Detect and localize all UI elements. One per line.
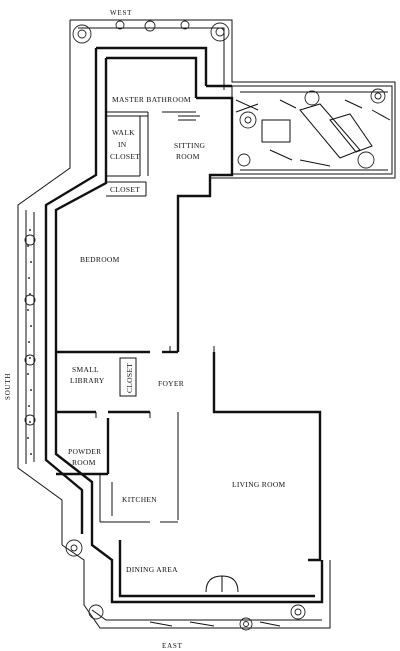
interior-walls (56, 111, 239, 593)
room-small-library-line1: SMALL (72, 365, 99, 374)
room-living-room: LIVING ROOM (232, 480, 286, 489)
room-foyer: FOYER (158, 379, 184, 388)
patio-deck (231, 85, 393, 175)
compass-south-label: SOUTH (4, 373, 12, 400)
room-powder-room-line1: POWDER (68, 447, 101, 456)
room-sitting-room-line2: ROOM (176, 152, 200, 161)
room-bedroom: BEDROOM (80, 255, 120, 264)
house-walls (44, 46, 324, 604)
room-walk-in-closet-line1: WALK (112, 128, 135, 137)
garden-border-west (70, 19, 396, 179)
room-master-bathroom: MASTER BATHROOM (112, 95, 191, 104)
room-walk-in-closet-line3: CLOSET (110, 152, 140, 161)
room-dining-area: DINING AREA (126, 565, 178, 574)
room-closet-upper: CLOSET (110, 185, 140, 194)
compass-west-label: WEST (110, 9, 132, 17)
compass-east-label: EAST (162, 642, 183, 650)
room-small-library-line2: LIBRARY (70, 376, 105, 385)
garden-border-south (17, 20, 83, 557)
room-sitting-room-line1: SITTING (174, 141, 206, 150)
room-kitchen: KITCHEN (122, 495, 157, 504)
room-closet-library: CLOSET (125, 363, 134, 393)
room-powder-room-line2: ROOM (72, 458, 96, 467)
room-walk-in-closet-line2: IN (118, 140, 127, 149)
garden-border-east (61, 544, 331, 631)
